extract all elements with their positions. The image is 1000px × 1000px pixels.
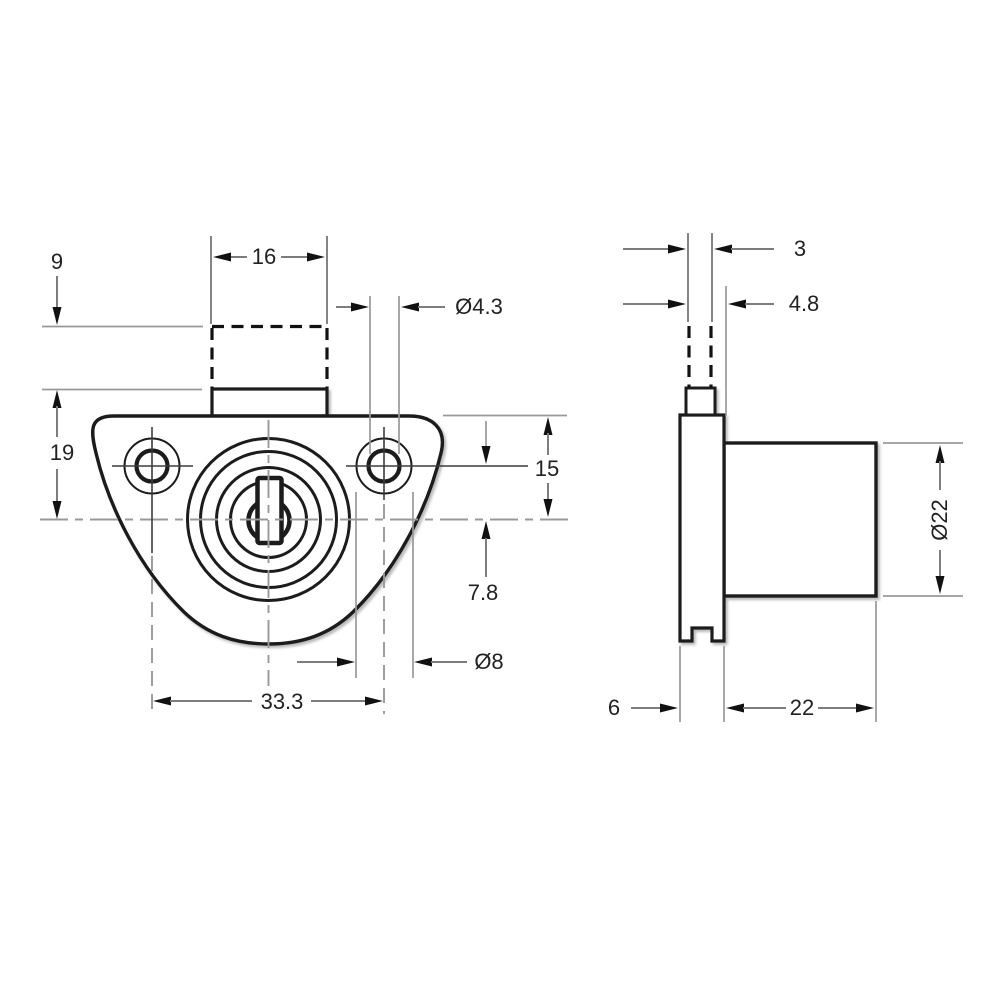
keyway-slot — [255, 475, 284, 546]
arrow-right — [351, 302, 369, 312]
dim-hole-spacing: 33.3 — [153, 689, 383, 714]
arrow-right — [660, 703, 678, 713]
arrow-up — [935, 445, 945, 463]
dim-19: 19 — [50, 390, 74, 519]
dim-label-22-dia: Ø22 — [927, 499, 952, 541]
arrow-left — [714, 244, 732, 254]
arrow-right — [337, 657, 355, 667]
dim-label-19: 19 — [50, 440, 74, 465]
arrow-down — [52, 307, 62, 325]
arrow-left — [213, 252, 231, 262]
arrow-down — [52, 501, 62, 519]
dim-label-33-3: 33.3 — [261, 689, 304, 714]
arrow-right — [668, 299, 686, 309]
dim-screw-hole-dia: Ø4.3 — [336, 294, 503, 454]
arrow-up — [481, 521, 491, 539]
dim-latch-projection: 4.8 — [623, 286, 819, 416]
arrow-left — [153, 696, 171, 706]
dim-label-4-3: Ø4.3 — [455, 294, 503, 319]
dim-label-3: 3 — [794, 236, 806, 261]
side-latch-tab — [684, 386, 717, 417]
dim-label-8: Ø8 — [474, 649, 503, 674]
side-latch-extended-hidden — [687, 326, 713, 388]
arrow-up — [543, 417, 553, 435]
arrow-down — [543, 499, 553, 517]
front-latch-extended-hidden — [210, 324, 329, 388]
mounting-plate — [678, 413, 726, 643]
dim-15: 15 — [443, 414, 567, 517]
dim-label-4-8: 4.8 — [789, 291, 820, 316]
arrow-left — [401, 302, 419, 312]
dim-label-6: 6 — [608, 695, 620, 720]
dim-counterbore-dia: Ø8 — [297, 492, 504, 678]
dim-plate-and-body-length: 6 22 — [608, 601, 877, 722]
cylinder-body — [722, 441, 878, 598]
dim-label-15: 15 — [535, 456, 559, 481]
arrow-left — [726, 703, 744, 713]
dim-latch-travel: 9 — [42, 249, 203, 391]
arrow-right — [307, 252, 325, 262]
dim-7-8: 7.8 — [468, 421, 499, 605]
dim-latch-width: 16 — [210, 236, 328, 324]
dim-body-dia: Ø22 — [883, 442, 963, 597]
arrow-down — [481, 446, 491, 464]
dim-label-22-len: 22 — [790, 695, 814, 720]
centerlines — [40, 420, 570, 714]
arrow-up — [52, 390, 62, 408]
dim-label-16: 16 — [252, 244, 276, 269]
dim-label-9: 9 — [51, 249, 63, 274]
front-view — [91, 387, 444, 646]
arrow-right — [856, 703, 874, 713]
side-view — [678, 386, 878, 643]
dim-label-7-8: 7.8 — [468, 580, 499, 605]
dim-latch-thickness: 3 — [623, 233, 806, 322]
arrow-right — [365, 696, 383, 706]
arrow-down — [935, 576, 945, 594]
front-latch-tab — [210, 387, 329, 418]
arrow-right — [668, 244, 686, 254]
arrow-left — [414, 657, 432, 667]
arrow-left — [728, 299, 746, 309]
